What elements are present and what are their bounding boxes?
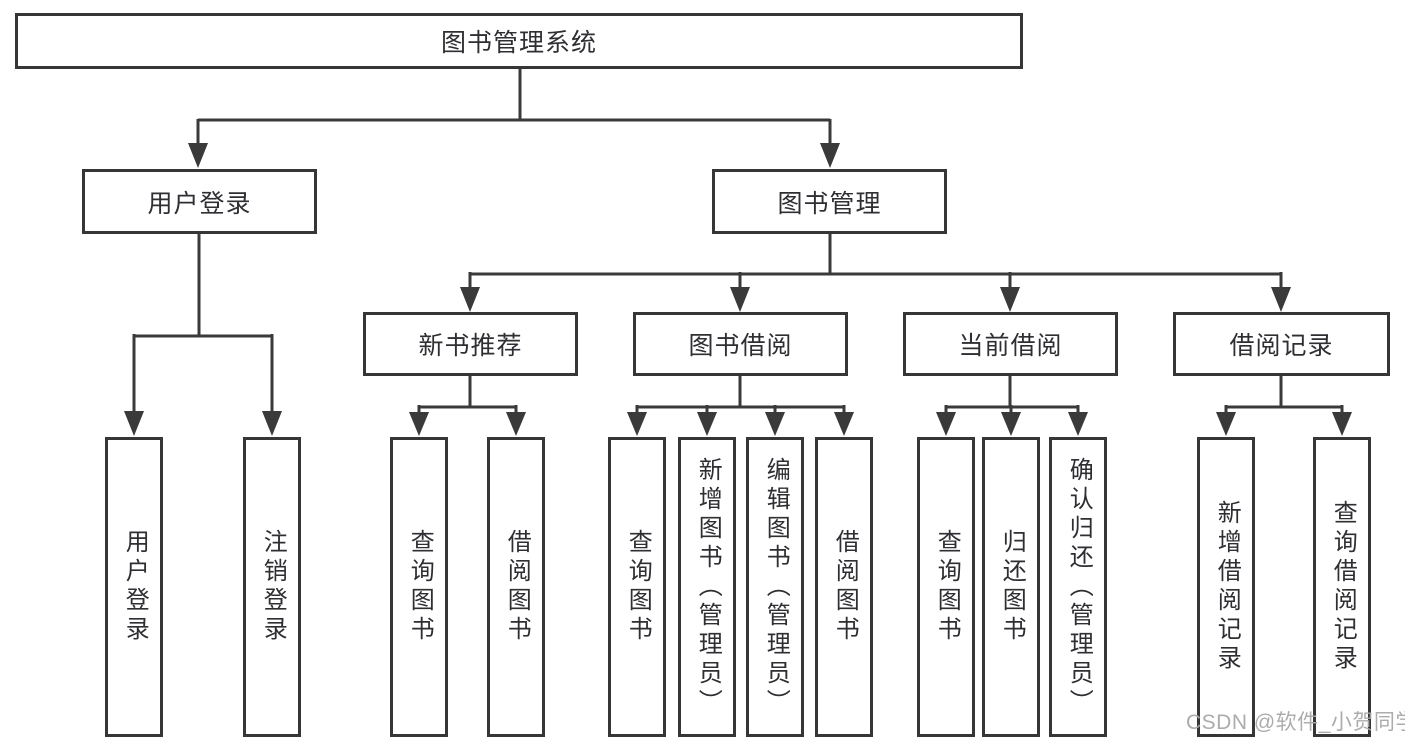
leaf-add-borrow-record-label: 新增借阅记录	[1213, 500, 1241, 674]
leaf-return-books-label: 归还图书	[998, 529, 1026, 645]
leaf-logout-label: 注销登录	[259, 529, 287, 645]
leaf-confirm-return-admin: 确认归还（管理员）	[1049, 437, 1107, 737]
node-book-borrowing-label: 图书借阅	[688, 332, 793, 360]
leaf-query-borrow-record-label: 查询借阅记录	[1329, 500, 1357, 674]
leaf-query-books-current-label: 查询图书	[933, 529, 961, 645]
root-node-label: 图书管理系统	[440, 29, 597, 57]
node-user-login: 用户登录	[82, 169, 317, 234]
leaf-borrow-books-label: 借阅图书	[831, 529, 859, 645]
root-node-library-system: 图书管理系统	[15, 13, 1023, 69]
leaf-query-books-recommend-label: 查询图书	[406, 529, 434, 645]
node-new-book-recommend-label: 新书推荐	[418, 332, 523, 360]
leaf-edit-books-admin: 编辑图书（管理员）	[746, 437, 804, 737]
node-book-management-label: 图书管理	[777, 189, 882, 218]
leaf-add-books-admin-label: 新增图书（管理员）	[694, 456, 722, 718]
leaf-query-books-current: 查询图书	[917, 437, 975, 737]
node-book-management: 图书管理	[712, 169, 947, 234]
node-new-book-recommend: 新书推荐	[363, 312, 578, 376]
leaf-user-login-label: 用户登录	[121, 529, 149, 645]
leaf-return-books: 归还图书	[982, 437, 1040, 737]
leaf-add-borrow-record: 新增借阅记录	[1197, 437, 1255, 737]
leaf-query-books-borrow-label: 查询图书	[624, 529, 652, 645]
leaf-query-borrow-record: 查询借阅记录	[1313, 437, 1371, 737]
node-user-login-label: 用户登录	[147, 189, 252, 218]
leaf-logout: 注销登录	[243, 437, 301, 737]
csdn-watermark: CSDN @软件_小贺同学	[1186, 711, 1405, 734]
leaf-user-login: 用户登录	[105, 437, 163, 737]
leaf-borrow-books-recommend: 借阅图书	[487, 437, 545, 737]
leaf-borrow-books-recommend-label: 借阅图书	[503, 529, 531, 645]
node-borrow-records: 借阅记录	[1173, 312, 1390, 376]
leaf-query-books-recommend: 查询图书	[390, 437, 448, 737]
node-borrow-records-label: 借阅记录	[1229, 332, 1334, 360]
leaf-edit-books-admin-label: 编辑图书（管理员）	[762, 456, 790, 718]
node-book-borrowing: 图书借阅	[633, 312, 848, 376]
leaf-borrow-books: 借阅图书	[815, 437, 873, 737]
leaf-add-books-admin: 新增图书（管理员）	[678, 437, 736, 737]
leaf-confirm-return-admin-label: 确认归还（管理员）	[1065, 456, 1093, 718]
leaf-query-books-borrow: 查询图书	[608, 437, 666, 737]
node-current-borrowing: 当前借阅	[903, 312, 1118, 376]
node-current-borrowing-label: 当前借阅	[958, 332, 1063, 360]
